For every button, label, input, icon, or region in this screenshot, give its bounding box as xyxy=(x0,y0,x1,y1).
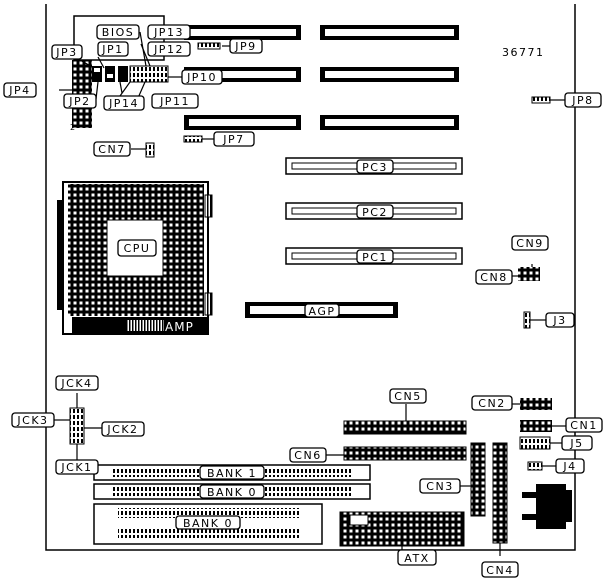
jp13-label: JP13 xyxy=(153,26,184,39)
cn5-label: CN5 xyxy=(394,390,421,403)
cpu-socket xyxy=(57,181,213,335)
j4-label: J4 xyxy=(562,460,576,473)
jck2-label: JCK2 xyxy=(106,423,138,436)
jp7-label: JP7 xyxy=(222,133,244,146)
bank0-dimm-label: BANK 0 xyxy=(183,517,233,530)
cpu-label: CPU xyxy=(124,242,151,255)
j3-header xyxy=(523,311,531,329)
cn3-label: CN3 xyxy=(426,480,453,493)
cn5-connector xyxy=(343,420,467,435)
j3-label: J3 xyxy=(552,314,566,327)
jp11-label: JP11 xyxy=(159,95,190,108)
j4-header xyxy=(527,461,543,471)
jp10-label: JP10 xyxy=(186,71,217,84)
cn2-header xyxy=(520,398,552,410)
isa-slots xyxy=(184,25,459,130)
pc3-label: PC3 xyxy=(362,161,388,174)
cn8-header xyxy=(518,267,540,281)
jp8-header xyxy=(531,96,551,104)
jp14-label: JP14 xyxy=(108,97,139,110)
jp8-label: JP8 xyxy=(571,94,593,107)
jp3-label: JP3 xyxy=(55,46,77,59)
bank0-simm-label: BANK 0 xyxy=(207,486,257,499)
ide-connectors xyxy=(343,420,467,461)
cn2-label: CN2 xyxy=(478,397,505,410)
pin-mark: 2 xyxy=(70,123,75,132)
atx-label: ATX xyxy=(404,552,429,565)
jp1-label: JP1 xyxy=(101,43,123,56)
jck1-label: JCK1 xyxy=(60,461,92,474)
jp7-header xyxy=(183,135,203,143)
j5-label: J5 xyxy=(569,437,583,450)
jp12-label: JP12 xyxy=(153,43,184,56)
cn9-label: CN9 xyxy=(516,237,543,250)
amp-brand-text: AMP xyxy=(165,320,194,334)
bank1-label: BANK 1 xyxy=(207,467,257,480)
board-outline xyxy=(45,4,576,551)
pc2-label: PC2 xyxy=(362,206,388,219)
cn7-label: CN7 xyxy=(98,143,125,156)
cn7-header xyxy=(145,142,155,158)
cn4-label: CN4 xyxy=(486,564,513,577)
agp-label: AGP xyxy=(309,305,336,318)
bios-label: BIOS xyxy=(102,26,134,39)
rear-port-connector xyxy=(522,484,572,529)
cn1-header xyxy=(520,420,552,432)
cn3-connector xyxy=(470,442,486,517)
jp4-label: JP4 xyxy=(8,84,30,97)
jumper-cluster xyxy=(92,42,221,83)
cn4-connector xyxy=(492,442,508,544)
jp9-label: JP9 xyxy=(234,40,256,53)
cn6-connector xyxy=(343,446,467,461)
j5-header xyxy=(519,436,551,450)
cn8-label: CN8 xyxy=(480,271,507,284)
jck3-label: JCK3 xyxy=(16,414,48,427)
jck-jumpers xyxy=(69,407,85,445)
cn1-label: CN1 xyxy=(570,419,597,432)
cn6-label: CN6 xyxy=(294,449,321,462)
pc1-label: PC1 xyxy=(362,251,388,264)
part-number: 36771 xyxy=(502,46,545,59)
jp2-label: JP2 xyxy=(68,95,90,108)
jck4-label: JCK4 xyxy=(60,377,92,390)
component-labels: BIOS JP13 JP1 JP12 JP3 JP9 JP10 JP4 JP2 … xyxy=(3,24,603,578)
